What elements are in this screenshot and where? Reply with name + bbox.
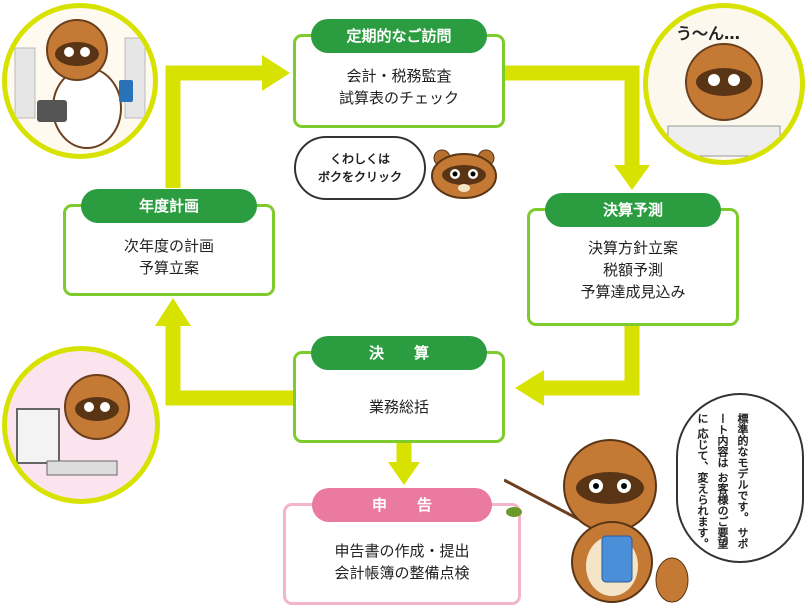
arrow-plan-to-visit <box>165 65 265 188</box>
step-line: 予算立案 <box>138 259 199 277</box>
arrowhead-settlement <box>515 370 544 406</box>
step-line: 業務総括 <box>368 398 429 416</box>
step-title-visit: 定期的なご訪問 <box>311 19 487 53</box>
step-line: 予算達成見込み <box>580 283 686 301</box>
arrowhead-filing <box>388 462 420 485</box>
thinking-text: う〜ん… <box>676 24 741 43</box>
step-card-plan[interactable]: 年度計画 次年度の計画 予算立案 <box>63 189 275 296</box>
note-speech-bubble: 標準的なモデルです。 サポート内容は お客様のご要望に 応じて、変えられます。 <box>676 393 804 563</box>
step-line: 試算表のチェック <box>338 89 459 107</box>
tanuki-pointer-illustration <box>504 439 689 603</box>
arrowhead-forecast <box>614 165 650 190</box>
step-title-forecast: 決算予測 <box>545 193 721 227</box>
step-title-settlement: 決 算 <box>311 336 487 370</box>
note-line: サポート内容は <box>716 413 749 549</box>
step-line: 会計・税務監査 <box>346 67 452 85</box>
step-title-plan: 年度計画 <box>81 189 257 223</box>
arrow-forecast-to-settlement <box>540 322 640 396</box>
note-line: 標準的なモデルです。 <box>736 413 749 523</box>
step-title-filing: 申 告 <box>312 488 492 522</box>
arrowhead-visit <box>262 55 290 91</box>
step-line: 申告書の作成・提出 <box>334 542 470 560</box>
arrow-settlement-to-plan <box>165 322 295 406</box>
arrow-visit-to-forecast <box>505 65 640 170</box>
tanuki-face-button[interactable] <box>428 148 500 200</box>
tanuki-businessman-illustration <box>2 3 158 159</box>
step-line: 会計帳簿の整備点検 <box>334 564 470 582</box>
tanuki-thinking-illustration: う〜ん… <box>643 3 805 165</box>
step-line: 決算方針立案 <box>587 239 678 257</box>
arrowhead-plan <box>155 298 191 326</box>
note-text: 標準的なモデルです。 サポート内容は お客様のご要望に 応じて、変えられます。 <box>692 413 752 549</box>
note-line: 応じて、変えられます。 <box>696 427 709 549</box>
click-speech-bubble[interactable]: くわしくは ボクをクリック <box>294 136 426 200</box>
step-card-settlement[interactable]: 決 算 業務総括 <box>293 336 505 443</box>
click-bubble-line: ボクをクリック <box>317 170 402 184</box>
step-card-filing[interactable]: 申 告 申告書の作成・提出 会計帳簿の整備点検 <box>283 488 521 605</box>
step-line: 税額予測 <box>602 261 663 279</box>
step-card-forecast[interactable]: 決算予測 決算方針立案 税額予測 予算達成見込み <box>527 193 739 326</box>
note-line: お客様のご要望に <box>696 413 729 549</box>
step-card-visit[interactable]: 定期的なご訪問 会計・税務監査 試算表のチェック <box>293 19 505 128</box>
step-line: 次年度の計画 <box>123 237 214 255</box>
click-bubble-line: くわしくは <box>329 152 390 166</box>
tanuki-computer-illustration <box>2 346 160 504</box>
